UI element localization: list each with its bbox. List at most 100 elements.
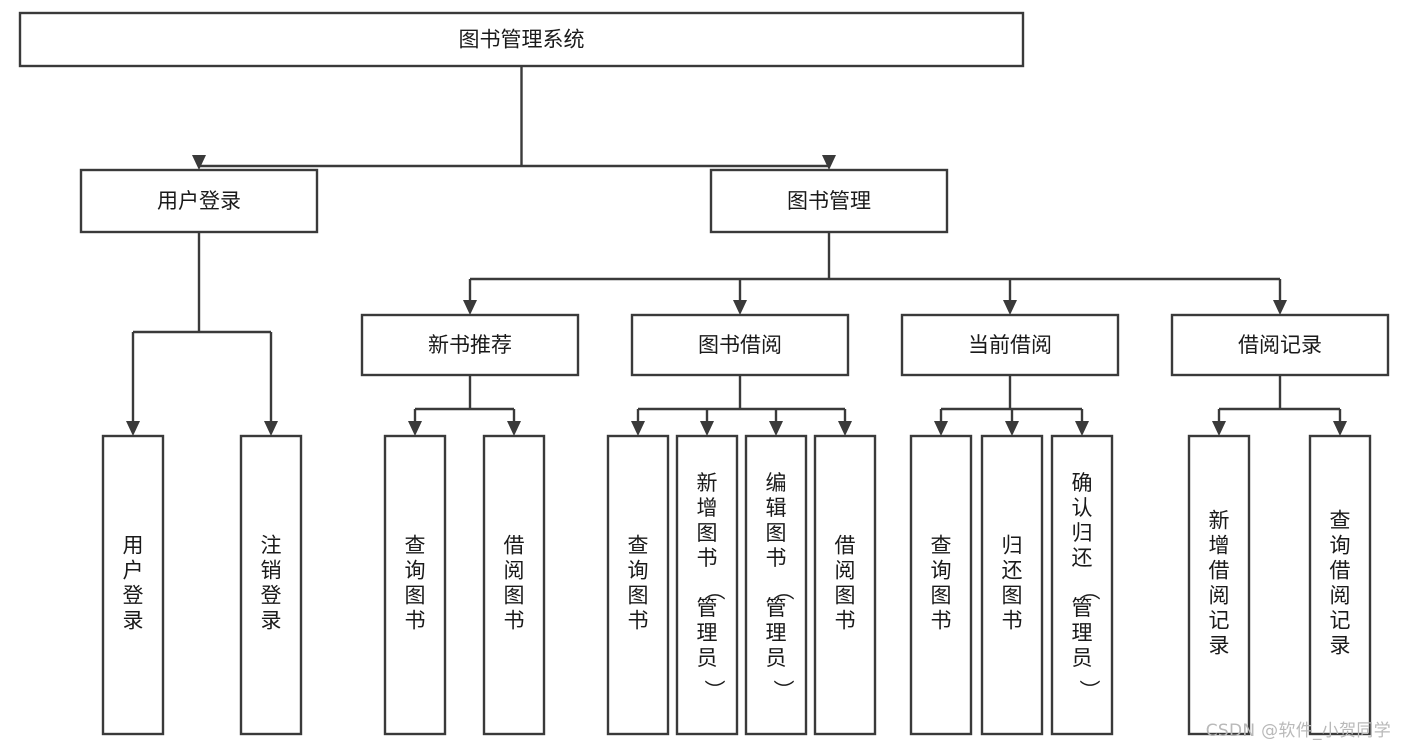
node-label-char: 管	[697, 596, 718, 620]
node-label-char: 借	[835, 534, 856, 558]
node-label-char: 图	[697, 521, 718, 545]
node-leaf-user-login[interactable]: 用户登录	[101, 434, 165, 736]
node-box	[482, 434, 546, 736]
arrow-head	[1212, 421, 1226, 436]
node-label-char: 询	[405, 559, 426, 583]
node-label-char: 理	[1072, 621, 1093, 645]
node-label-char: 查	[931, 534, 952, 558]
node-label-char: 图	[628, 584, 649, 608]
node-label-char: 用	[123, 534, 144, 558]
node-box	[239, 434, 303, 736]
arrow-head	[1005, 421, 1019, 436]
node-box	[909, 434, 973, 736]
node-label-char: 增	[1209, 534, 1230, 558]
node-label-char: 阅	[504, 559, 525, 583]
node-label-char: 还	[1072, 546, 1093, 570]
node-label-char: 登	[261, 584, 282, 608]
node-bookmgmt[interactable]: 图书管理	[709, 168, 949, 234]
node-label-char: 员	[697, 646, 718, 670]
node-box	[1170, 313, 1390, 377]
arrow-head	[631, 421, 645, 436]
node-label-char: 借	[1209, 559, 1230, 583]
arrow-head	[769, 421, 783, 436]
node-box	[980, 434, 1044, 736]
node-box	[101, 434, 165, 736]
arrow-head	[1333, 421, 1347, 436]
node-label-char: 图	[835, 584, 856, 608]
arrow-head	[838, 421, 852, 436]
node-label-char: （	[1077, 580, 1101, 601]
node-newbook[interactable]: 新书推荐	[360, 313, 580, 377]
node-box	[1050, 434, 1114, 736]
node-box	[1187, 434, 1251, 736]
node-label-char: 图	[405, 584, 426, 608]
node-label-char: 询	[628, 559, 649, 583]
node-label-char: ）	[771, 680, 795, 701]
node-label-char: 书	[835, 609, 856, 633]
watermark-text: CSDN @软件_小贺同学	[1205, 721, 1391, 741]
node-label-char: 增	[697, 496, 718, 520]
arrow-head	[1003, 300, 1017, 315]
node-label-char: 记	[1209, 609, 1230, 633]
arrow-head	[463, 300, 477, 315]
node-label-char: 阅	[1330, 584, 1351, 608]
arrow-head	[822, 155, 836, 170]
node-label-char: （	[771, 580, 795, 601]
node-label-char: ）	[702, 680, 726, 701]
node-label-char: 书	[766, 546, 787, 570]
node-label-char: 登	[123, 584, 144, 608]
node-label-char: 还	[1002, 559, 1023, 583]
node-label-char: 理	[697, 621, 718, 645]
node-login[interactable]: 用户登录	[79, 168, 319, 234]
node-label: 当前借阅	[968, 333, 1052, 357]
arrow-head	[1273, 300, 1287, 315]
node-label-char: 新	[697, 471, 718, 495]
node-label-char: 归	[1002, 534, 1023, 558]
node-box	[79, 168, 319, 234]
node-label-char: 借	[1330, 559, 1351, 583]
node-label-char: 编	[766, 471, 787, 495]
node-label-char: 管	[1072, 596, 1093, 620]
node-label-char: 书	[628, 609, 649, 633]
node-label-char: 管	[766, 596, 787, 620]
node-root[interactable]: 图书管理系统	[18, 11, 1025, 68]
node-box	[900, 313, 1120, 377]
arrow-head	[700, 421, 714, 436]
node-label-char: 查	[1330, 509, 1351, 533]
arrow-head	[408, 421, 422, 436]
node-label-char: 图	[504, 584, 525, 608]
node-label-char: 记	[1330, 609, 1351, 633]
node-records[interactable]: 借阅记录	[1170, 313, 1390, 377]
connectors-layer	[126, 66, 1347, 436]
node-label-char: 借	[504, 534, 525, 558]
node-label-char: 查	[628, 534, 649, 558]
node-label: 图书管理系统	[459, 28, 585, 52]
node-label-char: 书	[931, 609, 952, 633]
node-current[interactable]: 当前借阅	[900, 313, 1120, 377]
node-label: 新书推荐	[428, 333, 512, 357]
node-borrow[interactable]: 图书借阅	[630, 313, 850, 377]
arrow-head	[264, 421, 278, 436]
node-label-char: 书	[504, 609, 525, 633]
node-label-char: 录	[123, 609, 144, 633]
node-label-char: 录	[261, 609, 282, 633]
node-label-char: ）	[1077, 680, 1101, 701]
node-label-char: 书	[405, 609, 426, 633]
node-label-char: 图	[931, 584, 952, 608]
node-box	[630, 313, 850, 377]
node-box	[1308, 434, 1372, 736]
